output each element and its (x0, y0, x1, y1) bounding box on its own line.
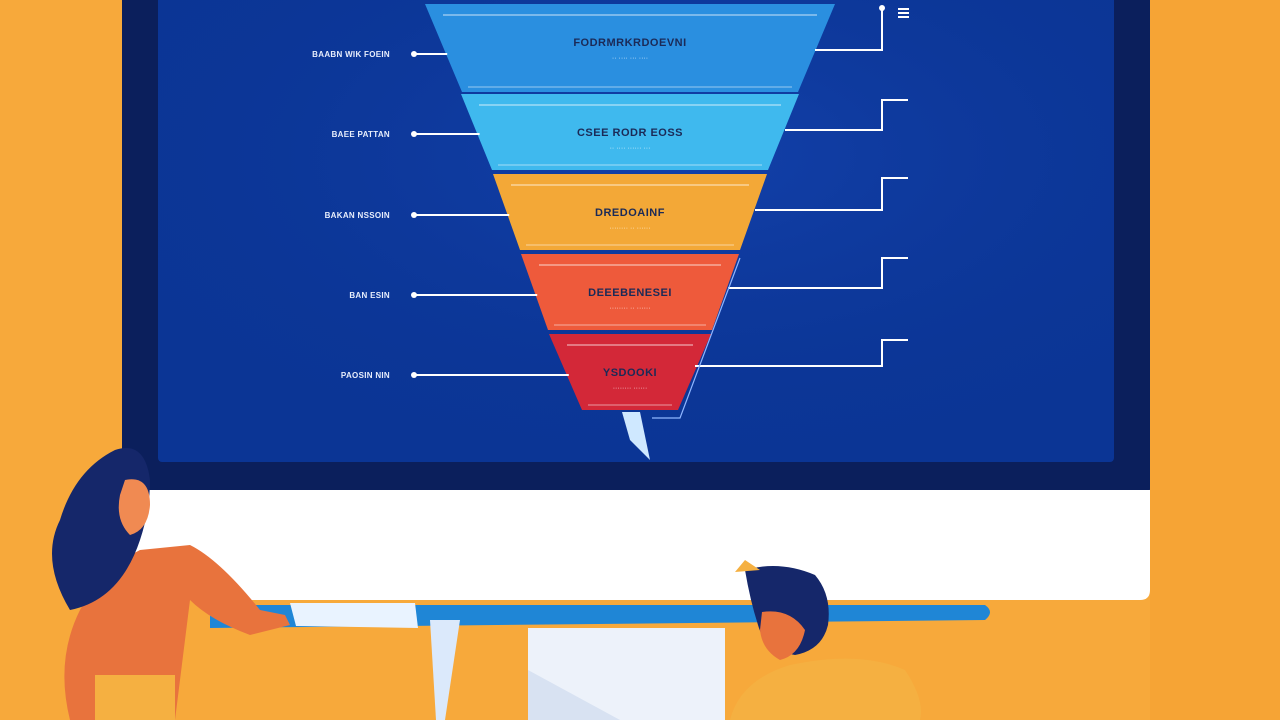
funnel-stage-subtitle: ·· ···· ··· ···· (612, 55, 648, 62)
funnel-stage-subtitle: ········ ·· ······ (609, 305, 650, 312)
funnel-stem (622, 412, 650, 460)
connector-dot (411, 131, 417, 137)
funnel-stage-shape (521, 254, 739, 330)
person-woman (52, 448, 290, 720)
funnel-stage-title: CSEE RODR EOSS (577, 127, 683, 139)
funnel-stage-shape (425, 4, 835, 92)
right-connector-line (728, 257, 908, 289)
right-connector-line (785, 99, 908, 131)
funnel-stage-title: DEEEBENESEI (588, 287, 672, 299)
hamburger-menu-icon[interactable] (898, 8, 909, 18)
funnel-stage-side-label: BAEE PATTAN (332, 130, 390, 139)
funnel-chart: FODRMRKRDOEVNI ·· ···· ··· ···· BAABN WIK … (312, 4, 908, 419)
funnel-stage-side-label: BAN ESIN (349, 291, 390, 300)
connector-dot (411, 51, 417, 57)
funnel-stage: YSDOOKI ········ ······ PAOSIN NIN (341, 334, 908, 410)
funnel-stage-shape (493, 174, 767, 250)
monitor-chin (132, 490, 1150, 600)
right-connector-line (695, 339, 908, 367)
funnel-stage: CSEE RODR EOSS ·· ···· ······ ··· BAEE PAT… (332, 94, 908, 170)
funnel-stage-title: YSDOOKI (603, 367, 657, 379)
funnel-stage-subtitle: ········ ······ (613, 385, 648, 392)
funnel-stage-side-label: PAOSIN NIN (341, 371, 390, 380)
keyboard (290, 603, 418, 628)
funnel-stage-shape (549, 334, 711, 410)
right-connector-line (815, 8, 883, 51)
laptop-shadow (528, 670, 620, 720)
funnel-outline-echo (652, 257, 741, 419)
funnel-stage: DREDOAINF ········ ·· ······ BAKAN NSSOIN (325, 174, 908, 250)
connector-dot (411, 292, 417, 298)
person-man (730, 560, 921, 720)
connector-dot (879, 5, 885, 11)
funnel-stage-title: DREDOAINF (595, 207, 665, 219)
desk-leg (430, 620, 460, 720)
funnel-stage-title: FODRMRKRDOEVNI (573, 37, 686, 49)
funnel-stage: FODRMRKRDOEVNI ·· ···· ··· ···· BAABN WIK … (312, 4, 883, 92)
funnel-stage: DEEEBENESEI ········ ·· ······ BAN ESIN (349, 254, 908, 330)
connector-dot (411, 212, 417, 218)
right-connector-line (755, 177, 908, 211)
funnel-stage-subtitle: ········ ·· ······ (609, 225, 650, 232)
funnel-stage-side-label: BAKAN NSSOIN (325, 211, 390, 220)
funnel-stage-side-label: BAABN WIK FOEIN (312, 50, 390, 59)
funnel-stage-subtitle: ·· ···· ······ ··· (610, 145, 651, 152)
connector-dot (411, 372, 417, 378)
funnel-stage-shape (461, 94, 799, 170)
background-shade (1150, 0, 1280, 720)
